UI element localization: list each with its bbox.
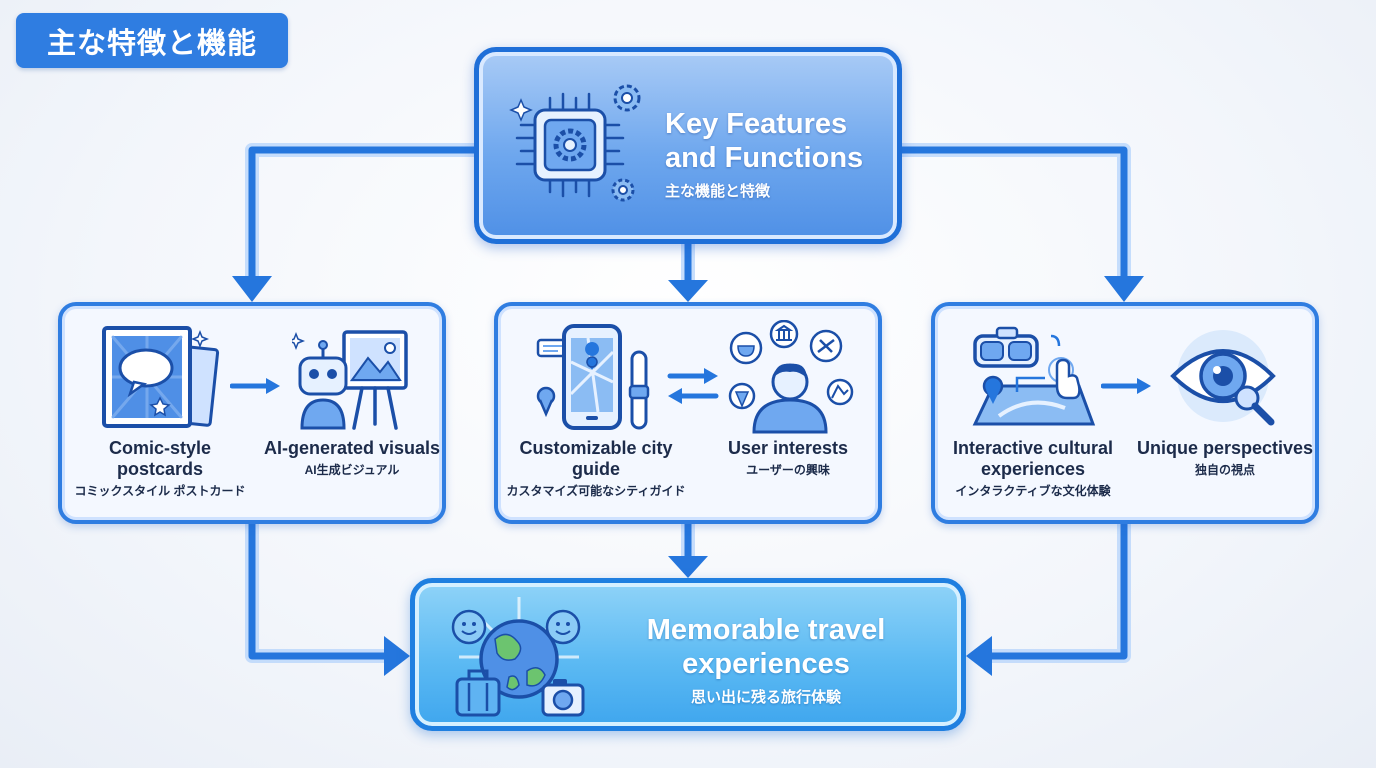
- ai-robot-painter-icon: [292, 330, 408, 430]
- arrowhead-left-right: [384, 636, 410, 676]
- right-arrow-icon: [1101, 378, 1151, 394]
- item-label-ja: カスタマイズ可能なシティガイド: [506, 484, 686, 498]
- top-title: Key Features and Functions: [665, 108, 864, 174]
- connector-top-right: [898, 146, 1128, 284]
- phone-map-icon: [536, 324, 650, 430]
- bottom-title: Memorable travel experiences: [646, 614, 886, 680]
- group-visuals-box: Comic-style postcards コミックスタイル ポストカード AI…: [58, 302, 446, 524]
- item-comic-postcards: Comic-style postcards コミックスタイル ポストカード: [70, 438, 250, 499]
- arrowhead-center-bottom: [668, 556, 708, 578]
- arrowhead-center-down: [668, 280, 708, 302]
- item-label-en: AI-generated visuals: [263, 438, 441, 458]
- connector-top-left: [248, 146, 478, 284]
- item-label-ja: AI生成ビジュアル: [304, 463, 400, 477]
- item-city-guide: Customizable city guide カスタマイズ可能なシティガイド: [506, 438, 686, 499]
- item-label-en: Interactive cultural experiences: [952, 438, 1114, 479]
- group-guide-box: Customizable city guide カスタマイズ可能なシティガイド …: [494, 302, 882, 524]
- item-user-interests: User interests ユーザーの興味: [698, 438, 878, 478]
- globe-travel-icon: [451, 597, 585, 717]
- bidirectional-arrows-icon: [667, 368, 719, 404]
- vr-map-icon: [972, 326, 1096, 426]
- memorable-travel-box: Memorable travel experiences 思い出に残る旅行体験: [410, 578, 966, 731]
- top-subtitle: 主な機能と特徴: [665, 183, 771, 200]
- connector-right-bottom: [982, 520, 1128, 660]
- right-arrow-icon: [230, 378, 280, 394]
- eye-magnifier-icon: [1170, 330, 1276, 426]
- comic-postcard-icon: [102, 326, 220, 428]
- item-ai-visuals: AI-generated visuals AI生成ビジュアル: [262, 438, 442, 478]
- chip-gears-icon: [509, 84, 641, 202]
- arrowhead-right-down: [1104, 276, 1144, 302]
- item-unique-perspectives: Unique perspectives 独自の視点: [1135, 438, 1315, 478]
- item-label-en: Comic-style postcards: [108, 438, 212, 479]
- key-features-box: Key Features and Functions 主な機能と特徴: [474, 47, 902, 244]
- arrowhead-right-left: [966, 636, 992, 676]
- item-label-ja: 独自の視点: [1194, 463, 1255, 477]
- item-cultural-experiences: Interactive cultural experiences インタラクティ…: [943, 438, 1123, 499]
- connector-left-bottom: [248, 520, 394, 660]
- item-label-ja: コミックスタイル ポストカード: [74, 484, 246, 498]
- item-label-en: Unique perspectives: [1136, 438, 1314, 458]
- arrowhead-left-down: [232, 276, 272, 302]
- group-culture-box: Interactive cultural experiences インタラクティ…: [931, 302, 1319, 524]
- bottom-subtitle: 思い出に残る旅行体験: [690, 689, 841, 706]
- item-label-ja: ユーザーの興味: [746, 463, 830, 477]
- item-label-en: Customizable city guide: [519, 438, 673, 479]
- user-interests-icon: [728, 320, 854, 434]
- item-label-ja: インタラクティブな文化体験: [955, 484, 1111, 498]
- page-title-badge: 主な特徴と機能: [16, 13, 288, 68]
- item-label-en: User interests: [727, 438, 849, 458]
